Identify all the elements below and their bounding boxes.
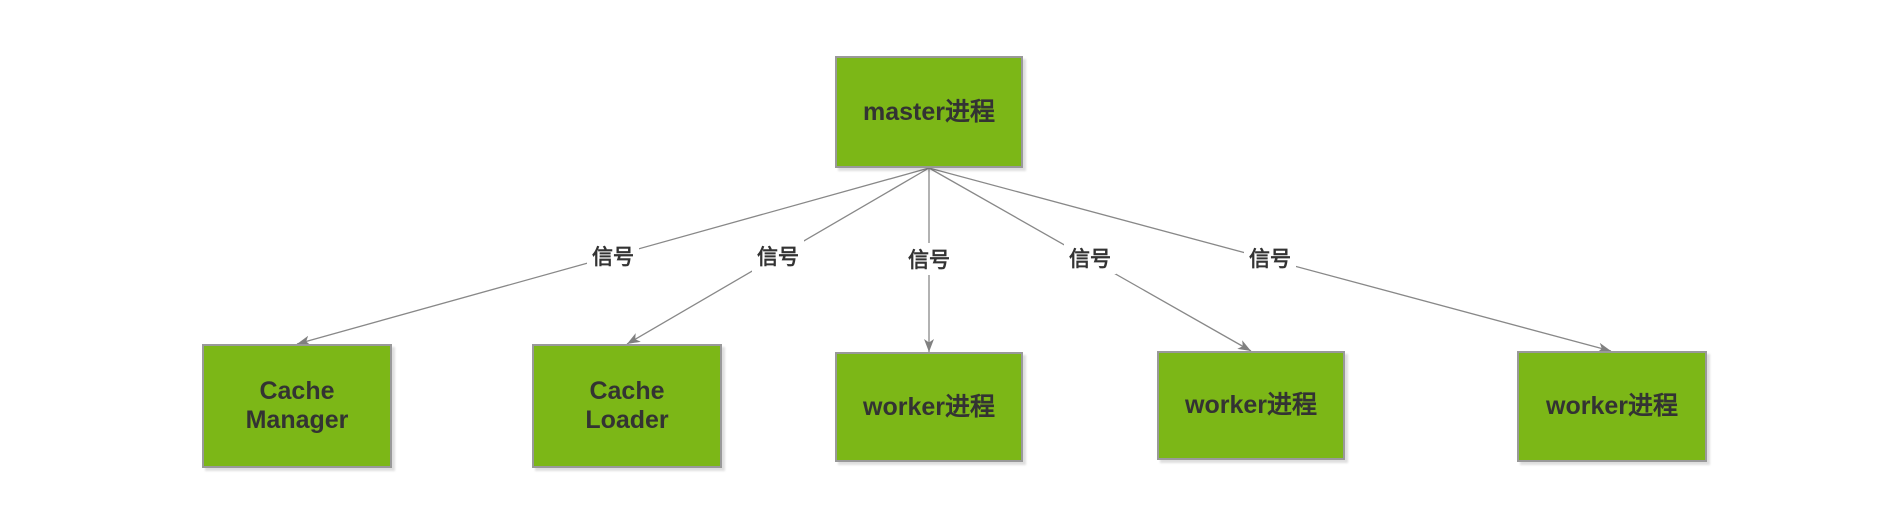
node-cache-loader-label: Cache Loader bbox=[585, 377, 669, 434]
node-master-process-label: master进程 bbox=[863, 97, 995, 126]
node-worker-process-2[interactable]: worker进程 bbox=[1157, 351, 1345, 460]
edge-label-signal-3: 信号 bbox=[903, 243, 955, 275]
edge-label-signal-5: 信号 bbox=[1244, 242, 1296, 274]
node-master-process[interactable]: master进程 bbox=[835, 56, 1023, 168]
node-cache-loader[interactable]: Cache Loader bbox=[532, 344, 722, 468]
edge-label-signal-1: 信号 bbox=[587, 240, 639, 272]
edge-label-signal-4: 信号 bbox=[1064, 242, 1116, 274]
node-worker-process-1[interactable]: worker进程 bbox=[835, 352, 1023, 462]
node-worker-process-2-label: worker进程 bbox=[1185, 391, 1317, 420]
node-worker-process-3[interactable]: worker进程 bbox=[1517, 351, 1707, 462]
node-worker-process-3-label: worker进程 bbox=[1546, 392, 1678, 421]
node-cache-manager[interactable]: Cache Manager bbox=[202, 344, 392, 468]
node-worker-process-1-label: worker进程 bbox=[863, 392, 995, 421]
node-cache-manager-label: Cache Manager bbox=[245, 377, 349, 434]
edge-label-signal-2: 信号 bbox=[752, 240, 804, 272]
